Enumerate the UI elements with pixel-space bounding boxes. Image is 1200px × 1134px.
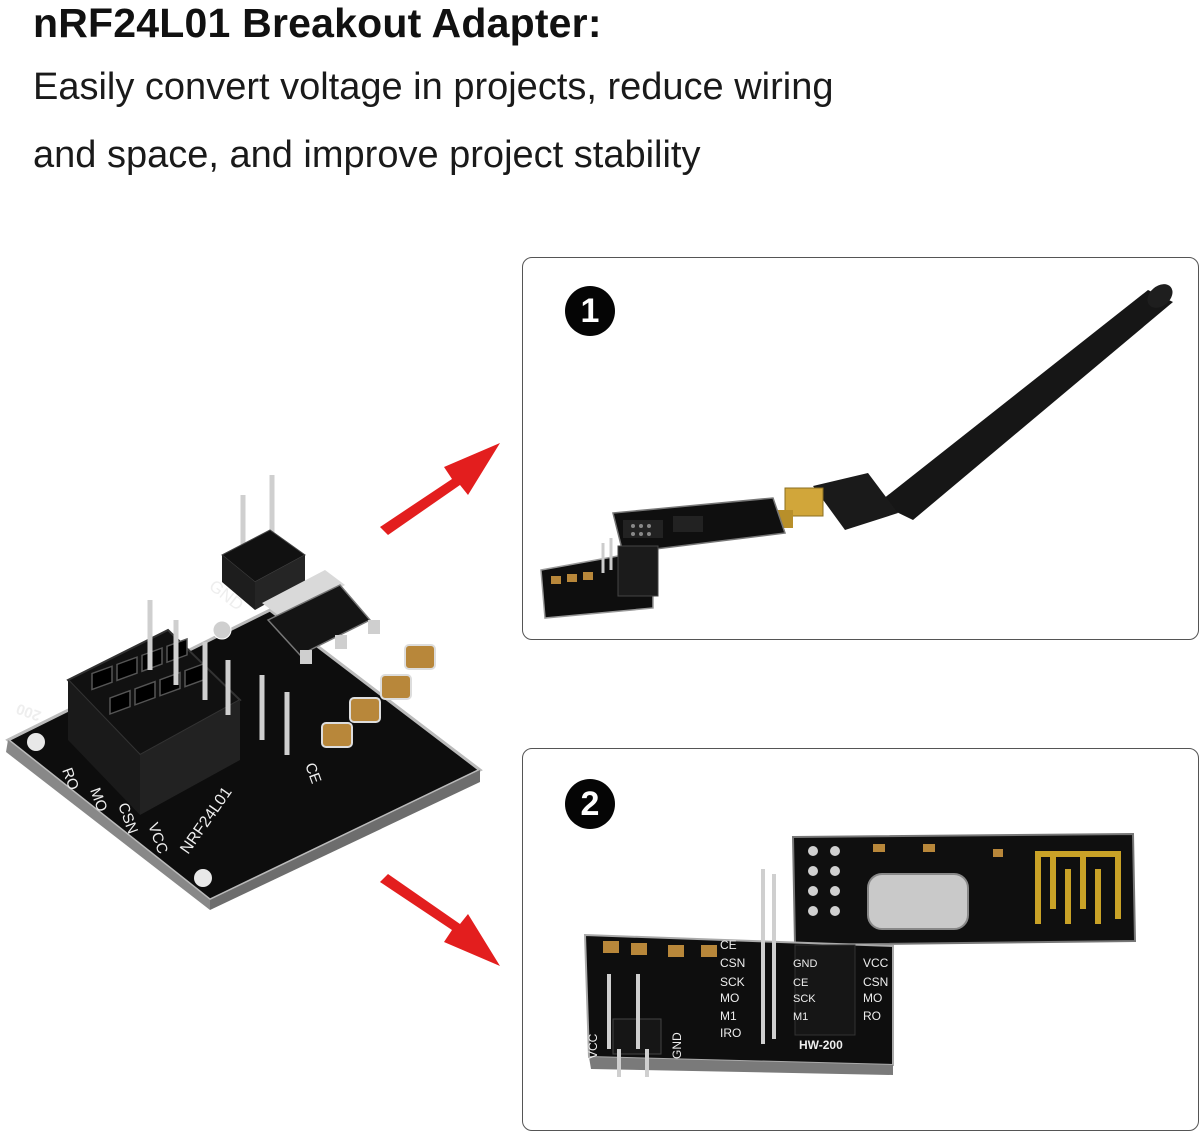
silk-pin-ce-mid: CE — [793, 977, 808, 989]
female-socket-8pin — [66, 628, 242, 815]
silk-pin-ce: CE — [301, 761, 324, 786]
mount-hole — [194, 869, 212, 887]
silk-pin-vcc-right: VCC — [863, 956, 889, 970]
badge-1: 1 — [565, 286, 615, 336]
panel-2: 2 CE CSN SCK — [522, 748, 1199, 1131]
page-title: nRF24L01 Breakout Adapter: — [33, 0, 602, 46]
silk-pin-ro: RO — [58, 766, 82, 793]
rf-module — [612, 497, 787, 554]
adapter-board — [540, 538, 659, 619]
silk-vcc: VCC — [586, 1033, 600, 1059]
capacitors — [212, 620, 436, 748]
silk-pin-sck: SCK — [720, 975, 745, 989]
silk-pin-m1: M1 — [720, 1009, 737, 1023]
subtitle-line-2: and space, and improve project stability — [33, 134, 701, 176]
silk-pin-m1-mid: M1 — [793, 1011, 808, 1023]
adapter-board — [583, 869, 894, 1077]
silk-pin-iro: IRO — [720, 1026, 741, 1040]
arrow-to-panel-1 — [380, 443, 500, 535]
subtitle-line-1: Easily convert voltage in projects, redu… — [33, 66, 834, 108]
silk-pin-csn-right: CSN — [863, 975, 888, 989]
pcb-antenna-trace — [1035, 851, 1121, 924]
silk-pin-csn: CSN — [720, 956, 745, 970]
badge-2: 2 — [565, 779, 615, 829]
antenna-icon — [773, 284, 1173, 530]
voltage-regulator — [262, 570, 380, 664]
silk-model: HW-200 — [799, 1038, 843, 1052]
silk-gnd: GND — [670, 1032, 684, 1059]
arrow-to-panel-2 — [380, 874, 500, 966]
silk-pin-mo: MO — [720, 991, 739, 1005]
silk-pin-gnd-mid: GND — [793, 958, 818, 970]
rf-module — [791, 832, 1137, 947]
silk-pin-mo-right: MO — [863, 991, 882, 1005]
silk-model: 200 — [14, 700, 43, 725]
silk-pin-ro-right: RO — [863, 1009, 881, 1023]
panel-1: 1 — [522, 257, 1199, 640]
antenna-module-image — [540, 284, 1173, 619]
pin-headers — [147, 475, 290, 755]
mounted-module-image: CE CSN SCK MO M1 IRO GND CE SCK M1 VCC C… — [583, 832, 1137, 1077]
crystal-oscillator — [867, 873, 969, 930]
silk-pin-sck-mid: SCK — [793, 993, 816, 1005]
silk-pin-ce: CE — [720, 938, 737, 952]
mount-hole — [27, 733, 45, 751]
breakout-board-image: GND 200 NRF24L01 RO MO CSN VCC CE — [5, 475, 483, 910]
